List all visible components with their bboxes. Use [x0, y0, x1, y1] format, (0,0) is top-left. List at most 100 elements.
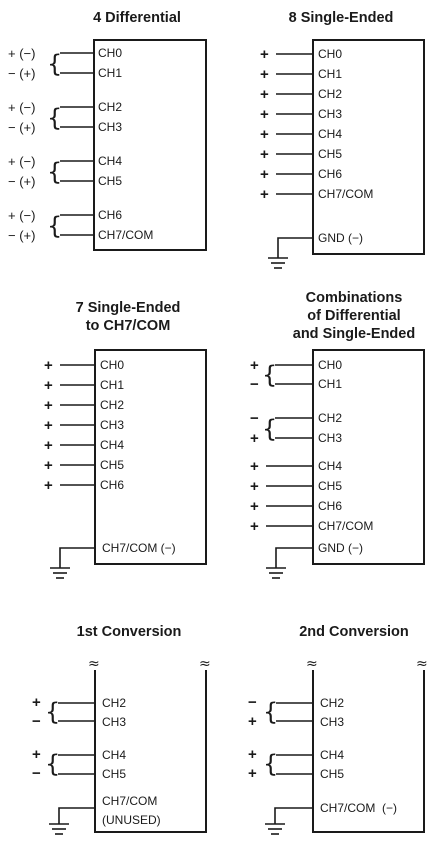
pin-label-ch0: CH0 — [318, 358, 342, 372]
ground-icon — [268, 257, 288, 269]
ground-wire — [59, 547, 95, 568]
panel-combinations: Combinations of Differential and Single-… — [250, 290, 425, 579]
polarity-label: + (−) — [8, 208, 35, 223]
polarity-label: + — [250, 478, 259, 495]
pin-label-ch6: CH6 — [318, 499, 342, 513]
panel-8-single-ended: 8 Single-Ended + + + + + + + + CH0 CH1 C… — [260, 10, 425, 269]
pin-label-ch5: CH5 — [98, 174, 122, 188]
polarity-label: − (+) — [8, 228, 35, 243]
pin-label-ch3: CH3 — [100, 418, 124, 432]
pin-label-ch7com: CH7/COM — [98, 228, 153, 242]
polarity-label: − — [250, 410, 259, 427]
polarity-label: − — [250, 376, 259, 393]
ground-icon — [49, 823, 69, 835]
pair-brace: { — [262, 361, 277, 389]
pin-label-ch0: CH0 — [100, 358, 124, 372]
mux-block — [93, 39, 207, 251]
polarity-label: + — [250, 458, 259, 475]
ground-wire — [58, 807, 95, 824]
pin-label-ch7com: CH7/COM — [318, 187, 373, 201]
break-symbol: ≈ — [199, 656, 211, 672]
pin-label-ch1: CH1 — [318, 67, 342, 81]
pin-label-ch5: CH5 — [100, 458, 124, 472]
pin-label-ch0: CH0 — [98, 46, 122, 60]
pin-label-ch4: CH4 — [100, 438, 124, 452]
pin-label-ch6: CH6 — [98, 208, 122, 222]
ground-label: GND (−) — [318, 541, 363, 555]
ground-label: (UNUSED) — [102, 813, 161, 827]
pin-label-ch2: CH2 — [102, 696, 126, 710]
break-symbol: ≈ — [416, 656, 428, 672]
panel-title: 4 Differential — [93, 10, 181, 26]
polarity-label: + — [250, 357, 259, 374]
pin-label-ch4: CH4 — [318, 459, 342, 473]
pin-label-ch3: CH3 — [98, 120, 122, 134]
pin-label-ch2: CH2 — [320, 696, 344, 710]
panel-title: 2nd Conversion — [299, 624, 409, 640]
ground-label: GND (−) — [318, 231, 363, 245]
pin-label-ch1: CH1 — [318, 377, 342, 391]
ground-icon — [265, 823, 285, 835]
panel-title: Combinations — [306, 290, 403, 306]
polarity-label: + — [260, 126, 269, 143]
pin-label-ch2: CH2 — [318, 87, 342, 101]
polarity-label: + — [44, 477, 53, 494]
pair-brace: { — [47, 212, 62, 240]
polarity-label: + — [44, 377, 53, 394]
polarity-label: − (+) — [8, 120, 35, 135]
pair-brace: { — [47, 104, 62, 132]
polarity-label: + — [32, 694, 41, 711]
panel-title: and Single-Ended — [293, 326, 415, 342]
polarity-label: + (−) — [8, 100, 35, 115]
polarity-label: − — [248, 694, 257, 711]
polarity-label: − (+) — [8, 66, 35, 81]
pair-brace: { — [263, 750, 278, 778]
pin-label-ch1: CH1 — [98, 66, 122, 80]
mux-block — [312, 670, 425, 833]
polarity-label: + — [260, 66, 269, 83]
pin-label-ch2: CH2 — [98, 100, 122, 114]
pair-brace: { — [263, 698, 278, 726]
pair-brace: { — [262, 415, 277, 443]
polarity-label: + — [44, 397, 53, 414]
pin-label-ch4: CH4 — [98, 154, 122, 168]
ground-wire — [275, 547, 313, 568]
pin-label-ch3: CH3 — [320, 715, 344, 729]
polarity-label: + — [260, 86, 269, 103]
ground-label: CH7/COM (−) — [102, 541, 176, 555]
polarity-label: + — [44, 417, 53, 434]
pin-label-ch5: CH5 — [318, 147, 342, 161]
mux-block — [94, 670, 207, 833]
pin-label-ch5: CH5 — [102, 767, 126, 781]
pin-label-ch4: CH4 — [318, 127, 342, 141]
ground-label: CH7/COM — [102, 794, 157, 808]
ground-icon — [266, 567, 286, 579]
pin-label-ch5: CH5 — [318, 479, 342, 493]
panel-1st-conversion: 1st Conversion ≈ ≈ { + − CH2 CH3 { + − C… — [32, 624, 211, 835]
pin-label-ch3: CH3 — [318, 107, 342, 121]
polarity-label: + — [248, 765, 257, 782]
ground-icon — [50, 567, 70, 579]
break-symbol: ≈ — [306, 656, 318, 672]
polarity-label: + — [32, 746, 41, 763]
pair-brace: { — [47, 158, 62, 186]
polarity-label: − (+) — [8, 174, 35, 189]
pin-label-ch2: CH2 — [318, 411, 342, 425]
ground-wire — [277, 237, 313, 258]
panel-title: of Differential — [307, 308, 400, 324]
polarity-label: + — [44, 437, 53, 454]
polarity-label: + — [260, 146, 269, 163]
mux-block — [312, 349, 425, 565]
pin-label-ch0: CH0 — [318, 47, 342, 61]
mux-block — [312, 39, 425, 255]
polarity-label: + — [260, 106, 269, 123]
pin-label-ch5: CH5 — [320, 767, 344, 781]
ground-wire — [274, 807, 313, 824]
panel-title: 8 Single-Ended — [289, 10, 394, 26]
polarity-label: + (−) — [8, 46, 35, 61]
panel-7-single-ended: 7 Single-Ended to CH7/COM + + + + + + + … — [44, 300, 207, 579]
panel-4-differential: 4 Differential { + (−) − (+) CH0 CH1 { +… — [8, 10, 207, 251]
pair-brace: { — [45, 698, 60, 726]
polarity-label: + (−) — [8, 154, 35, 169]
